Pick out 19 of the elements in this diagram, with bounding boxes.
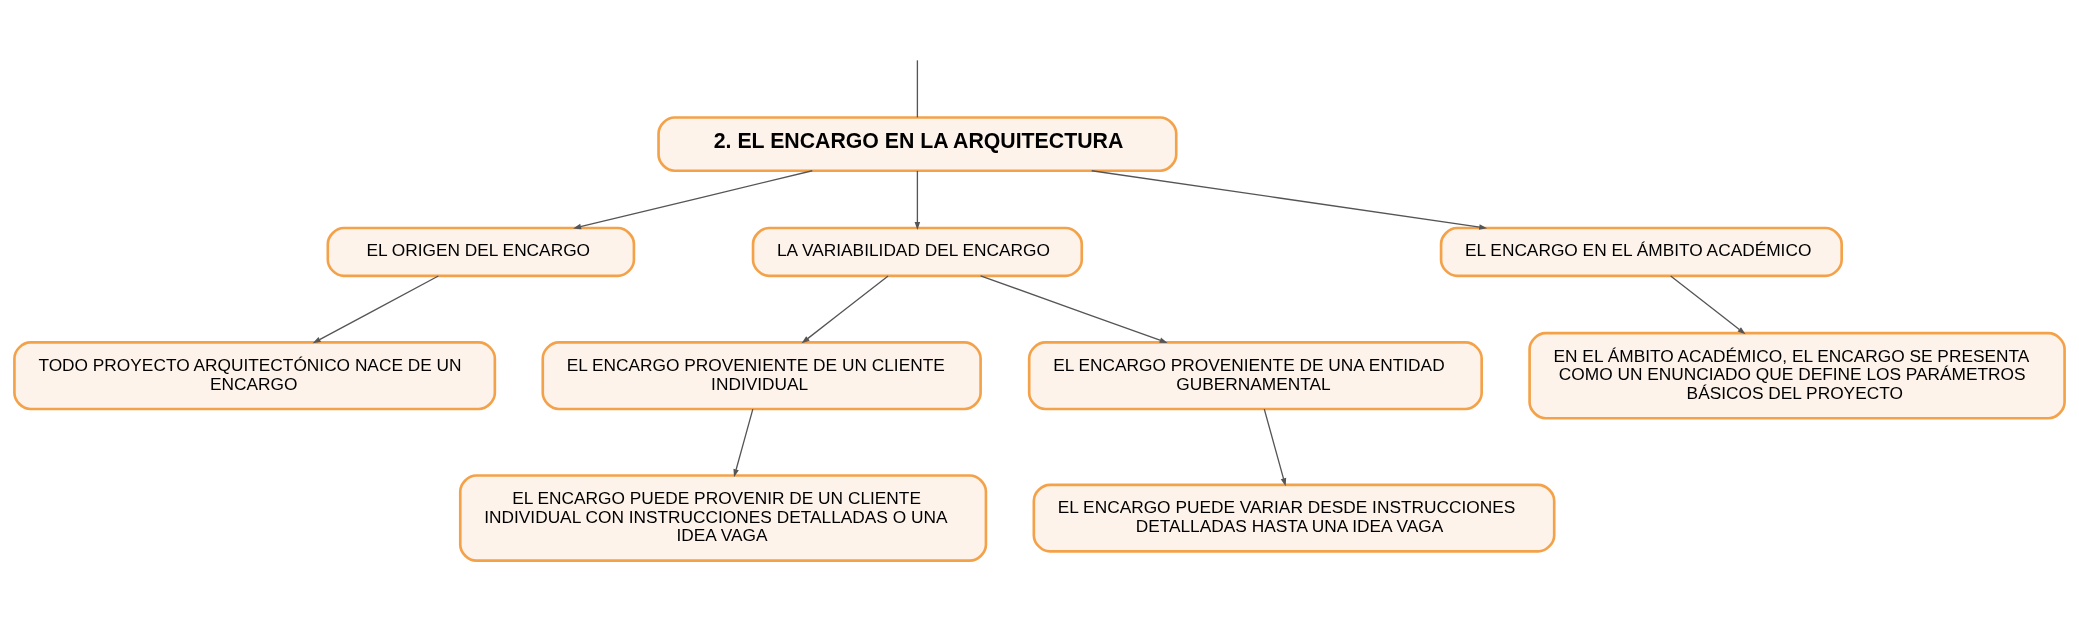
arrow xyxy=(801,275,889,344)
node-box: LA VARIABILIDAD DEL ENCARGO xyxy=(751,226,1084,278)
arrow xyxy=(1091,170,1488,230)
connector xyxy=(916,59,919,119)
node-box: TODO PROYECTO ARQUITECTÓNICO NACE DE UN ENCARGO xyxy=(13,341,497,411)
node-box: EL ORIGEN DEL ENCARGO xyxy=(326,226,636,278)
arrow xyxy=(312,275,439,344)
node-box: EL ENCARGO PUEDE VARIAR DESDE INSTRUCCIONES DETALLADAS HASTA UNA IDEA VAGA xyxy=(1032,483,1556,553)
arrow xyxy=(979,275,1168,343)
node-box: 2. EL ENCARGO EN LA ARQUITECTURA xyxy=(657,116,1178,173)
arrow xyxy=(733,408,754,478)
node-box: EN EL ÁMBITO ACADÉMICO, EL ENCARGO SE PRESENTA COMO UN ENUNCIADO QUE DEFINE LOS PARÁMETROS BÁSICOS DEL PROYECTO xyxy=(1528,331,2066,420)
arrow xyxy=(1263,408,1287,487)
arrow xyxy=(914,170,921,230)
node-box: EL ENCARGO PROVENIENTE DE UNA ENTIDAD GUBERNAMENTAL xyxy=(1027,341,1483,411)
node-box: EL ENCARGO PUEDE PROVENIR DE UN CLIENTE INDIVIDUAL CON INSTRUCCIONES DETALLADAS O UNA IDEA VAGA xyxy=(458,474,988,562)
node-box: EL ENCARGO PROVENIENTE DE UN CLIENTE INDIVIDUAL xyxy=(541,341,982,411)
arrow xyxy=(573,170,813,230)
arrow xyxy=(1670,275,1746,335)
